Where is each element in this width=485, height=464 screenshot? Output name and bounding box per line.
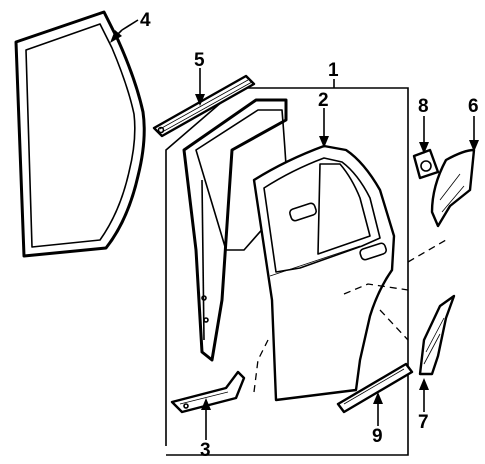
callout-2: 2 — [318, 90, 329, 111]
callout-3: 3 — [200, 440, 211, 461]
alignment-lines — [253, 239, 447, 393]
part-4-weatherstrip — [14, 10, 146, 258]
part-2-door-shell — [252, 144, 396, 402]
part-7-lower-trim — [418, 294, 456, 376]
part-5-belt-molding — [152, 74, 256, 138]
part-8-clip — [412, 148, 440, 180]
callout-6: 6 — [468, 96, 479, 117]
part-9-lower-molding — [336, 362, 414, 414]
callout-7: 7 — [418, 412, 429, 433]
callout-5: 5 — [194, 50, 205, 71]
callout-1: 1 — [328, 60, 339, 81]
assembly-bracket-1 — [165, 79, 409, 456]
callout-9: 9 — [372, 426, 383, 447]
callout-8: 8 — [418, 96, 429, 117]
leader-lines — [110, 19, 479, 440]
part-6-upper-trim — [430, 148, 476, 228]
part-3-panel — [170, 370, 246, 414]
callout-4: 4 — [140, 10, 151, 31]
